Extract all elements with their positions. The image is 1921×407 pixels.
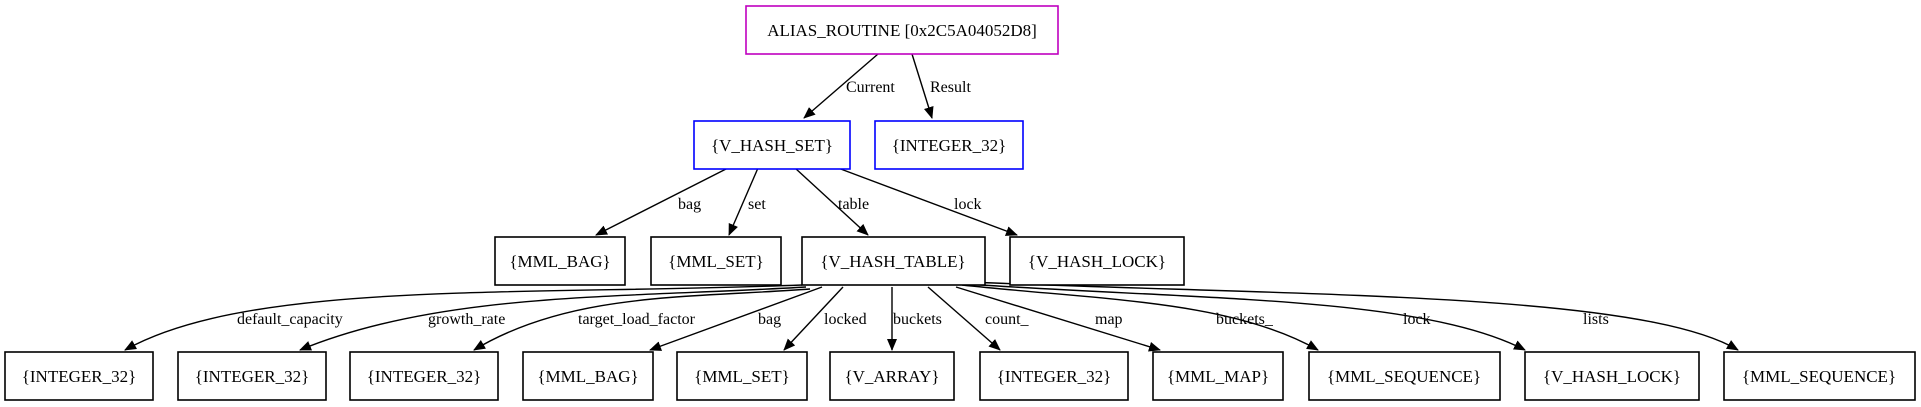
node-label-integer-2: {INTEGER_32} xyxy=(195,367,310,386)
node-v-array: {V_ARRAY} xyxy=(829,351,955,401)
node-mml-bag-2: {MML_BAG} xyxy=(522,351,654,401)
node-mml-bag-1: {MML_BAG} xyxy=(494,236,626,286)
edge-lists xyxy=(967,281,1739,351)
edge-table-lock xyxy=(965,283,1526,351)
node-label-mml-set-1: {MML_SET} xyxy=(668,252,764,271)
node-v-hash-table: {V_HASH_TABLE} xyxy=(801,236,986,286)
edge-label-locked: locked xyxy=(824,311,867,328)
edge-label-set: set xyxy=(748,196,766,213)
node-label-mml-sequence-2: {MML_SEQUENCE} xyxy=(1742,367,1896,386)
node-mml-set-2: {MML_SET} xyxy=(676,351,808,401)
edge-count xyxy=(927,286,1001,351)
node-mml-sequence-2: {MML_SEQUENCE} xyxy=(1723,351,1916,401)
edge-label-map: map xyxy=(1095,311,1123,328)
node-mml-sequence-1: {MML_SEQUENCE} xyxy=(1308,351,1501,401)
edge-set xyxy=(728,167,759,236)
edge-default-capacity xyxy=(124,284,803,351)
edge-label-buckets: buckets xyxy=(893,311,942,328)
node-label-v-array: {V_ARRAY} xyxy=(844,367,939,386)
node-integer-2: {INTEGER_32} xyxy=(177,351,327,401)
edge-label-lists: lists xyxy=(1583,311,1609,328)
edge-table-bag xyxy=(649,286,823,351)
edge-label-result: Result xyxy=(930,79,971,96)
node-label-integer-result: {INTEGER_32} xyxy=(892,136,1007,155)
edge-label-buckets-underscore: buckets_ xyxy=(1216,311,1274,328)
node-label-integer-1: {INTEGER_32} xyxy=(22,367,137,386)
edge-label-lock: lock xyxy=(954,196,982,213)
edge-lock xyxy=(837,167,1018,236)
node-label-mml-bag-1: {MML_BAG} xyxy=(509,252,610,271)
node-label-mml-bag-2: {MML_BAG} xyxy=(537,367,638,386)
edge-locked xyxy=(783,286,844,351)
edge-bag xyxy=(595,167,729,236)
edge-table xyxy=(794,167,869,236)
node-label-v-hash-lock-2: {V_HASH_LOCK} xyxy=(1543,367,1681,386)
edge-label-growth-rate: growth_rate xyxy=(428,311,505,328)
edge-label-table-bag: bag xyxy=(758,311,781,328)
node-label-v-hash-table: {V_HASH_TABLE} xyxy=(820,252,965,271)
edge-current xyxy=(803,53,879,119)
edge-label-count: count_ xyxy=(985,311,1030,328)
node-label-mml-set-2: {MML_SET} xyxy=(694,367,790,386)
edge-growth-rate xyxy=(299,286,807,351)
node-label-v-hash-set: {V_HASH_SET} xyxy=(711,136,833,155)
node-integer-3: {INTEGER_32} xyxy=(349,351,499,401)
edge-label-default-capacity: default_capacity xyxy=(237,311,343,328)
nodes: ALIAS_ROUTINE [0x2C5A04052D8] {V_HASH_SE… xyxy=(4,5,1916,401)
node-label-integer-4: {INTEGER_32} xyxy=(997,367,1112,386)
node-label-mml-sequence-1: {MML_SEQUENCE} xyxy=(1327,367,1481,386)
edge-label-bag: bag xyxy=(678,196,701,213)
edge-label-current: Current xyxy=(846,79,895,96)
node-label-v-hash-lock-1: {V_HASH_LOCK} xyxy=(1028,252,1166,271)
edges: Current Result bag set table lock defaul… xyxy=(124,53,1739,352)
node-integer-4: {INTEGER_32} xyxy=(979,351,1129,401)
node-alias-routine: ALIAS_ROUTINE [0x2C5A04052D8] xyxy=(745,5,1059,55)
edge-buckets-underscore xyxy=(961,284,1319,351)
node-mml-set-1: {MML_SET} xyxy=(650,236,782,286)
edge-map xyxy=(955,286,1161,352)
edge-result xyxy=(911,53,934,119)
node-label-integer-3: {INTEGER_32} xyxy=(367,367,482,386)
node-integer-1: {INTEGER_32} xyxy=(4,351,154,401)
node-mml-map: {MML_MAP} xyxy=(1152,351,1284,401)
node-label-alias-routine: ALIAS_ROUTINE [0x2C5A04052D8] xyxy=(767,21,1037,40)
node-integer-result: {INTEGER_32} xyxy=(874,120,1024,170)
node-v-hash-set: {V_HASH_SET} xyxy=(693,120,851,170)
edge-label-table-lock: lock xyxy=(1403,311,1431,328)
node-v-hash-lock-2: {V_HASH_LOCK} xyxy=(1524,351,1700,401)
edge-label-target-load-factor: target_load_factor xyxy=(578,311,696,328)
edge-label-table: table xyxy=(838,196,869,213)
node-v-hash-lock-1: {V_HASH_LOCK} xyxy=(1009,236,1185,286)
edge-target-load-factor xyxy=(473,288,811,351)
node-label-mml-map: {MML_MAP} xyxy=(1167,367,1269,386)
